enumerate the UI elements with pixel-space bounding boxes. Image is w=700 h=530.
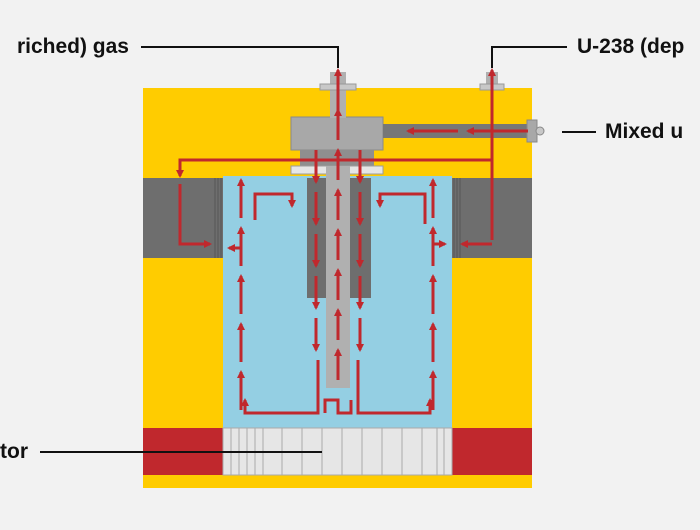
motor-magnet-right [452,428,532,475]
left-inner-turn-flow [253,192,296,220]
bottom-left-loop-flow [241,360,320,415]
bottom-right-loop-flow [356,360,434,415]
depleted-uranium-label: U-238 (dep [577,35,685,58]
left-baffle-flow [178,184,212,248]
motor-label: tor [0,440,28,463]
enriched-gas-label: riched) gas [16,35,129,58]
mixed-gas-label: Mixed u [605,120,684,143]
left-baffle-ribs [214,178,222,258]
leader-lines [40,46,596,453]
left-baffle [143,178,223,258]
depleted-leader-line [491,46,567,68]
right-inner-turn-flow [376,192,427,224]
inlet-bolt [535,126,545,136]
flow-arrows [176,68,528,415]
top-crossover-flow [176,158,492,178]
enriched-leader-line [141,46,339,68]
bottom-center-loop-flow [323,398,353,415]
